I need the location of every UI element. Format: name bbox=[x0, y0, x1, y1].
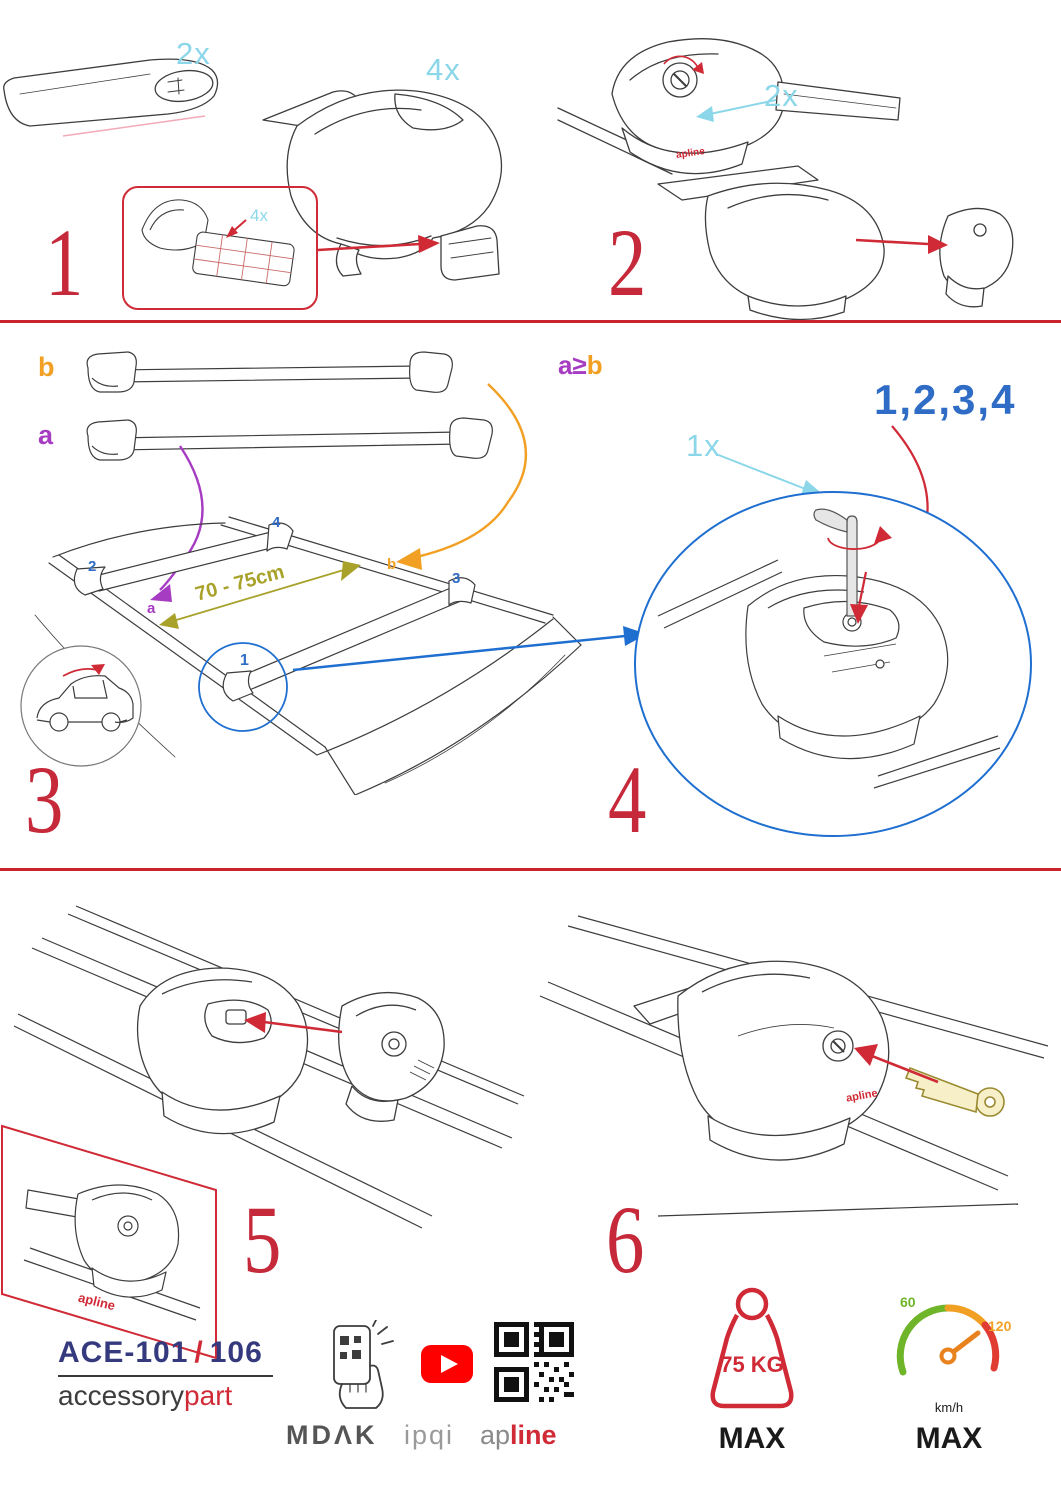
roof-bar-b-label: b bbox=[387, 556, 397, 573]
logo-apline: apline bbox=[480, 1420, 557, 1451]
brand-accessory: accessory bbox=[58, 1380, 185, 1411]
roof-to-detail-arrow bbox=[292, 626, 647, 672]
roof-pos1-label: 1 bbox=[240, 652, 249, 669]
model-slash: / bbox=[194, 1336, 204, 1369]
speed-low-label: 60 bbox=[900, 1294, 916, 1310]
roof-top-view-illustration bbox=[34, 516, 582, 795]
foot1-highlight-circle bbox=[198, 642, 288, 732]
sequence-label: 1,2,3,4 bbox=[874, 376, 1017, 423]
foot-illustration-step1 bbox=[262, 89, 503, 281]
logo-mdak: MDΛK bbox=[286, 1420, 378, 1450]
max-weight-label: MAX bbox=[718, 1422, 786, 1455]
step-1-number: 1 bbox=[45, 209, 84, 316]
roof-pos2-label: 2 bbox=[88, 558, 97, 575]
bar-leader-line bbox=[62, 115, 206, 137]
max-weight-value: 75 KG bbox=[720, 1352, 784, 1377]
qr-code-icon bbox=[494, 1322, 574, 1402]
foot-lock-illustration-step2 bbox=[557, 38, 901, 175]
inset-to-foot-arrow bbox=[317, 235, 440, 253]
speed-unit-label: km/h bbox=[934, 1400, 964, 1415]
model-rule bbox=[58, 1375, 273, 1377]
logo-ipqi: ipqi bbox=[404, 1420, 455, 1450]
step-6-number: 6 bbox=[606, 1186, 645, 1293]
model-b: 106 bbox=[209, 1336, 263, 1369]
cover-illustration-step5 bbox=[13, 905, 525, 1229]
crossbar-b-illustration bbox=[86, 351, 453, 393]
max-speed-label: MAX bbox=[915, 1422, 983, 1455]
rubber-pad-illustration bbox=[141, 199, 295, 287]
logo-apline-line: line bbox=[510, 1420, 557, 1450]
max-speed-icon bbox=[896, 1304, 1000, 1376]
roof-pos3-label: 3 bbox=[452, 570, 461, 587]
step-2-number: 2 bbox=[608, 209, 647, 316]
condition-a: a bbox=[558, 350, 573, 380]
section-divider-bottom bbox=[0, 868, 1061, 871]
brand-part: part bbox=[184, 1380, 233, 1411]
detail-illustration-step4 bbox=[634, 491, 1032, 837]
roof-pos4-label: 4 bbox=[272, 514, 281, 531]
assembly-illustration-step2 bbox=[657, 165, 1014, 321]
key-illustration-step6 bbox=[539, 915, 1049, 1217]
tool-qty-label: 1x bbox=[686, 428, 721, 463]
youtube-icon bbox=[421, 1345, 473, 1383]
condition-operator: ≥ bbox=[572, 350, 587, 380]
car-inset-illustration bbox=[20, 645, 142, 767]
model-lockup: ACE-101/106 accessorypart bbox=[58, 1336, 273, 1412]
allen-key-icon bbox=[813, 508, 858, 617]
bar-b-label: b bbox=[38, 352, 55, 382]
condition-b: b bbox=[586, 350, 603, 380]
speed-high-label: 120 bbox=[988, 1318, 1012, 1334]
scan-phone-icon bbox=[333, 1320, 394, 1409]
max-weight-icon bbox=[710, 1287, 794, 1409]
bar-qty-label: 2x bbox=[176, 36, 211, 71]
pad-qty-label: 4x bbox=[250, 206, 268, 225]
rubber-pad-inset: 4x bbox=[122, 186, 318, 310]
inset-illustration-step5 bbox=[1, 1124, 217, 1360]
model-a: ACE-101 bbox=[58, 1336, 189, 1369]
lock-cylinder-icon bbox=[662, 62, 698, 98]
bar-b-guide-arrow bbox=[396, 383, 528, 570]
lock-qty-arrow bbox=[696, 99, 777, 122]
lock-qty-label: 2x bbox=[764, 78, 799, 113]
step-4-number: 4 bbox=[608, 746, 647, 853]
roof-bar-a-label: a bbox=[147, 600, 156, 617]
step-5-number: 5 bbox=[243, 1186, 282, 1293]
crossbar-illustration bbox=[3, 58, 219, 127]
foot-qty-label: 4x bbox=[426, 52, 461, 87]
logo-apline-ap: ap bbox=[480, 1420, 511, 1450]
brand-wordmark: accessorypart bbox=[58, 1380, 273, 1412]
distance-arrow bbox=[159, 561, 361, 629]
keyhole-icon bbox=[822, 1030, 854, 1062]
bar-a-label: a bbox=[38, 420, 54, 450]
condition-label: a≥b bbox=[558, 350, 603, 381]
section-divider-top bbox=[0, 320, 1061, 323]
step-3-number: 3 bbox=[25, 746, 64, 853]
crossbar-a-illustration bbox=[86, 417, 493, 461]
model-number: ACE-101/106 bbox=[58, 1336, 273, 1370]
